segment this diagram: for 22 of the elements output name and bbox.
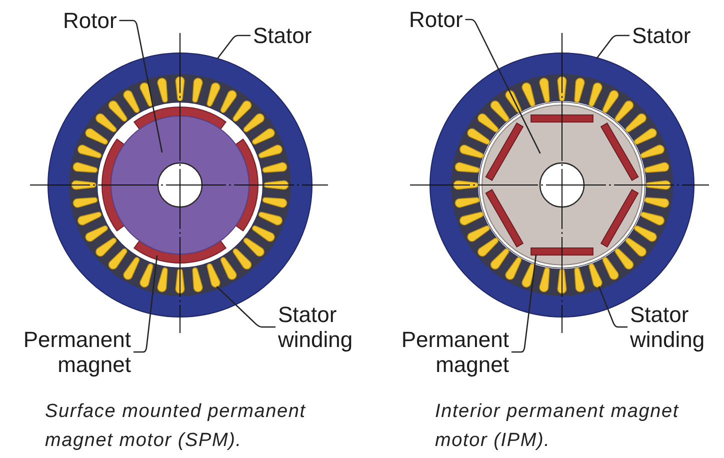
part-label: Stator winding xyxy=(630,302,714,352)
leader-line xyxy=(216,34,251,60)
figure-caption: Surface mounted permanent magnet motor (SPM). xyxy=(45,400,307,453)
stator-winding-slots xyxy=(71,76,289,294)
part-label: Rotor xyxy=(63,8,117,33)
rotor xyxy=(478,102,646,268)
leader-line xyxy=(596,34,630,59)
permanent-magnets xyxy=(102,106,258,264)
leader-line xyxy=(119,20,163,153)
stator-winding-slots xyxy=(453,76,671,294)
part-label: Permanent magnet xyxy=(394,327,509,377)
rotor xyxy=(110,116,250,254)
part-label: Rotor xyxy=(409,7,463,32)
part-label: Stator xyxy=(253,23,312,48)
leader-line xyxy=(465,18,541,154)
permanent-magnets xyxy=(485,114,639,256)
part-label: Permanent magnet xyxy=(16,327,131,377)
figure-caption: Interior permanent magnet motor (IPM). xyxy=(435,400,680,453)
leader-line xyxy=(598,286,628,328)
part-label: Stator xyxy=(632,23,691,48)
part-label: Stator winding xyxy=(278,302,362,352)
leader-line xyxy=(216,286,276,328)
